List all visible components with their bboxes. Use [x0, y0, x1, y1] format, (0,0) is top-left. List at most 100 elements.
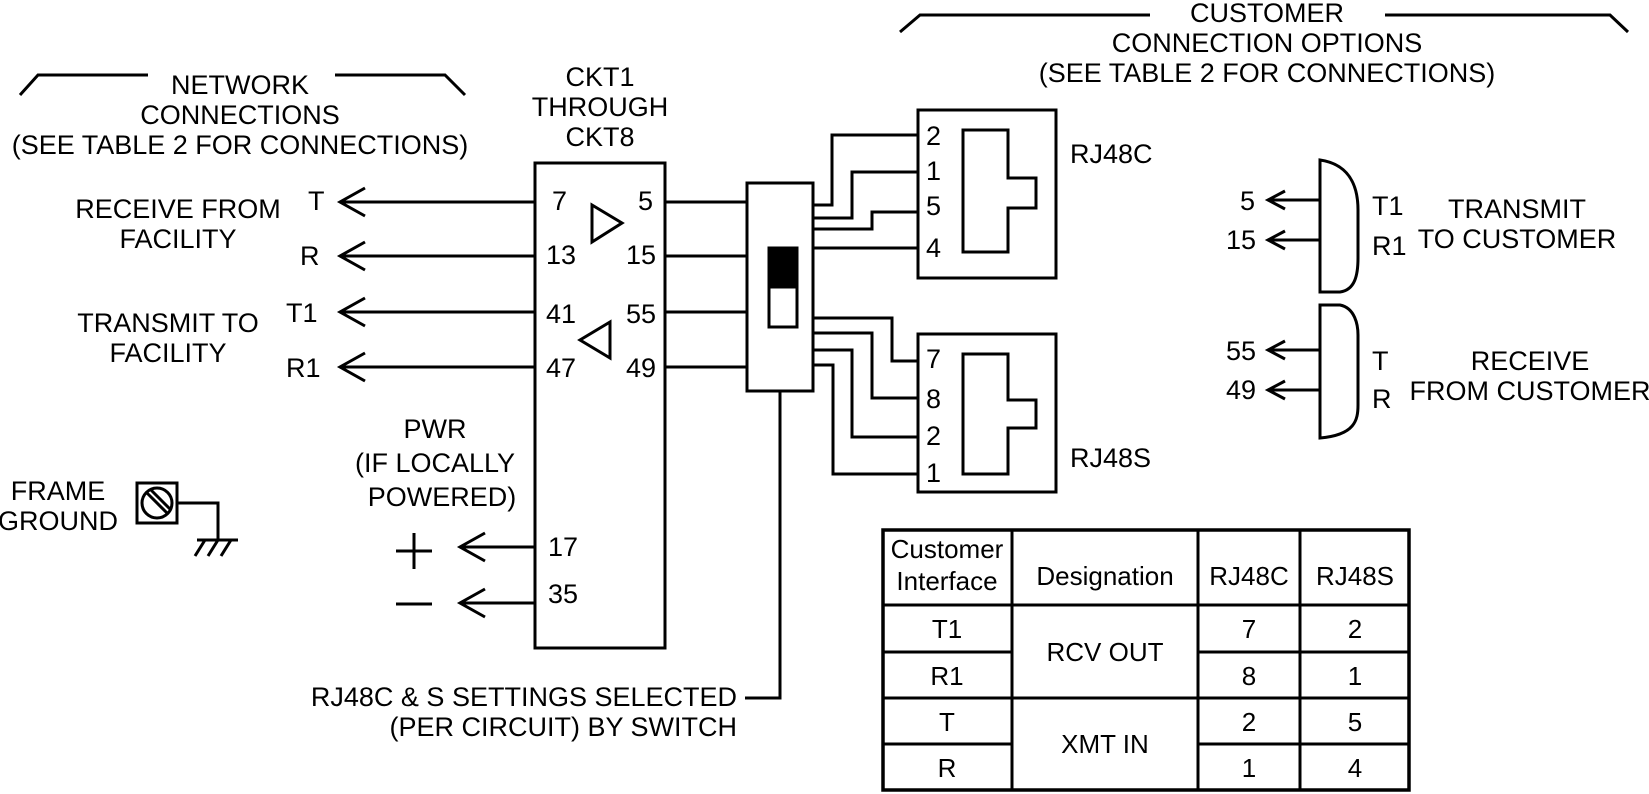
connection-table: Customer Interface Designation RJ48C RJ4…: [881, 528, 1411, 792]
rj48c-jack: [916, 108, 1058, 280]
table-header-designation: Designation: [1036, 561, 1173, 591]
table-header-rj48c: RJ48C: [1209, 561, 1288, 591]
transmit-pin-1: 5: [1240, 186, 1255, 216]
customer-header: CUSTOMER CONNECTION OPTIONS (SEE TABLE 2…: [1039, 0, 1496, 88]
transmit-to-customer-line-2: TO CUSTOMER: [1418, 224, 1617, 254]
pin-49: 49: [626, 353, 656, 383]
pin-41: 41: [546, 299, 576, 329]
ckt-box: [533, 161, 667, 650]
transmit-to-facility-line-2: FACILITY: [109, 338, 226, 368]
table-designation-rcv-out: RCV OUT: [1047, 637, 1164, 667]
table-row-2-interface: R1: [930, 661, 963, 691]
rj48s-pin-1: 7: [926, 344, 941, 374]
rj48s-pin-3: 2: [926, 421, 941, 451]
table-row-1-interface: T1: [932, 614, 962, 644]
network-header-line-1: NETWORK: [171, 70, 309, 100]
pin-5: 5: [638, 186, 653, 216]
pin-17: 17: [548, 532, 578, 562]
selector-switch: [745, 181, 815, 393]
table-header-interface: Interface: [896, 566, 997, 596]
lead-r1: R1: [286, 353, 321, 383]
ckt-header: CKT1 THROUGH CKT8: [532, 62, 669, 152]
receive-from-customer-line-2: FROM CUSTOMER: [1410, 376, 1649, 406]
power-arrows: [456, 531, 535, 619]
rj48c-pin-4: 4: [926, 233, 941, 263]
receive-from-customer-arrows: [1264, 339, 1320, 401]
frame-ground-line-1: FRAME: [11, 476, 106, 506]
pin-15: 15: [626, 240, 656, 270]
table-row-3-rj48c: 2: [1242, 707, 1256, 737]
customer-header-line-3: (SEE TABLE 2 FOR CONNECTIONS): [1039, 58, 1496, 88]
table-header-rj48s: RJ48S: [1316, 561, 1394, 591]
receive-lead-1: T: [1372, 346, 1389, 376]
network-header-bracket: [18, 73, 467, 97]
table-header-customer: Customer: [891, 534, 1004, 564]
transmit-lead-1: T1: [1372, 191, 1404, 221]
switch-note-leader: [745, 391, 782, 700]
table-row-4-rj48c: 1: [1242, 753, 1256, 783]
receive-pin-2: 49: [1226, 375, 1256, 405]
network-arrows: [336, 186, 535, 383]
switch-note-line-2: (PER CIRCUIT) BY SWITCH: [389, 712, 737, 742]
table-row-2-rj48s: 1: [1348, 661, 1362, 691]
transmit-to-customer-arrows: [1264, 189, 1320, 251]
switch-slider-icon: [768, 247, 798, 289]
lead-t: T: [308, 186, 325, 216]
rj48s-pin-2: 8: [926, 384, 941, 414]
network-header-line-3: (SEE TABLE 2 FOR CONNECTIONS): [12, 130, 469, 160]
power-line-2: (IF LOCALLY: [355, 448, 515, 478]
ckt-header-line-1: CKT1: [565, 62, 634, 92]
transmit-pin-2: 15: [1226, 225, 1256, 255]
rj48c-pin-2: 1: [926, 156, 941, 186]
rj48s-jack: [916, 332, 1058, 494]
rj48c-pin-3: 5: [926, 191, 941, 221]
customer-header-bracket: [899, 13, 1630, 34]
rj48s-socket-icon: [961, 352, 1038, 476]
receive-from-facility-line-1: RECEIVE FROM: [75, 194, 281, 224]
receive-amplifier-icon: [590, 202, 625, 245]
frame-ground-line-2: GROUND: [0, 506, 118, 536]
table-row-4-rj48s: 4: [1348, 753, 1362, 783]
power-line-1: PWR: [404, 414, 467, 444]
receive-connector-icon: [1318, 303, 1360, 440]
switch-to-rj48c-wires: [813, 133, 918, 250]
power-line-3: POWERED): [368, 482, 517, 512]
transmit-connector-icon: [1318, 158, 1360, 294]
pin-13: 13: [546, 240, 576, 270]
rj48s-pin-4: 1: [926, 458, 941, 488]
transmit-amplifier-icon: [577, 319, 612, 361]
receive-from-facility-line-2: FACILITY: [119, 224, 236, 254]
switch-to-rj48s-wires: [813, 316, 918, 476]
table-row-1-rj48s: 2: [1348, 614, 1362, 644]
transmit-to-facility-line-1: TRANSMIT TO: [77, 308, 259, 338]
rj48s-label: RJ48S: [1070, 443, 1151, 473]
table-row-3-rj48s: 5: [1348, 707, 1362, 737]
frame-ground-screw-icon: [135, 481, 179, 525]
lead-r: R: [300, 241, 320, 271]
lead-t1: T1: [286, 298, 318, 328]
receive-lead-2: R: [1372, 384, 1392, 414]
receive-pin-1: 55: [1226, 336, 1256, 366]
rj48c-label: RJ48C: [1070, 139, 1153, 169]
switch-note-line-1: RJ48C & S SETTINGS SELECTED: [311, 682, 737, 712]
table-row-1-rj48c: 7: [1242, 614, 1256, 644]
pin-7: 7: [552, 186, 567, 216]
table-row-2-rj48c: 8: [1242, 661, 1256, 691]
receive-from-customer-line-1: RECEIVE: [1471, 346, 1590, 376]
ckt-to-switch-wires: [665, 200, 747, 369]
rj48c-socket-icon: [961, 128, 1038, 254]
customer-header-line-2: CONNECTION OPTIONS: [1112, 28, 1423, 58]
transmit-lead-2: R1: [1372, 231, 1407, 261]
table-row-4-interface: R: [938, 753, 957, 783]
pin-35: 35: [548, 579, 578, 609]
customer-header-line-1: CUSTOMER: [1190, 0, 1344, 28]
table-row-3-interface: T: [939, 707, 955, 737]
rj48c-pin-1: 2: [926, 121, 941, 151]
ground-symbol-icon: [177, 501, 238, 557]
table-designation-xmt-in: XMT IN: [1061, 729, 1149, 759]
ckt-header-line-3: CKT8: [565, 122, 634, 152]
pin-47: 47: [546, 353, 576, 383]
network-header: NETWORK CONNECTIONS (SEE TABLE 2 FOR CON…: [12, 70, 469, 160]
ckt-header-line-2: THROUGH: [532, 92, 669, 122]
